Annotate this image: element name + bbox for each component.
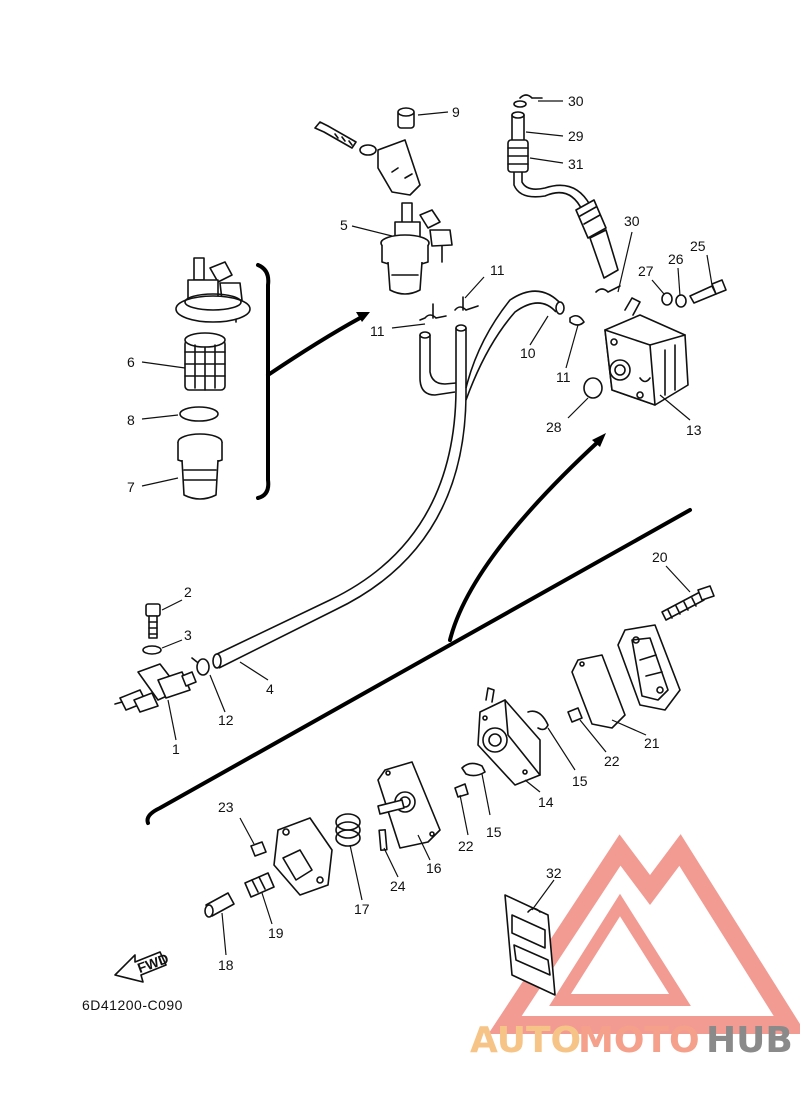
leader-lines	[141, 100, 713, 956]
callout-21: 21	[644, 735, 660, 751]
part-2-bolt	[145, 603, 161, 639]
callout-17: 17	[354, 901, 370, 917]
inset-bracket	[256, 263, 271, 500]
callout-2: 2	[184, 584, 192, 600]
callout-8: 8	[127, 412, 135, 428]
callout-29: 29	[568, 128, 584, 144]
part-13-fuel-pump	[604, 297, 689, 406]
callout-22-b: 22	[458, 838, 474, 854]
part-7-filter-cup	[177, 433, 223, 500]
part-18-plunger	[204, 892, 235, 918]
flow-arrowhead	[592, 433, 606, 447]
callout-28: 28	[546, 419, 562, 435]
part-25-26-27-screw-washers	[661, 279, 727, 308]
fwd-arrow: FWD	[114, 950, 171, 983]
part-32-label	[504, 894, 556, 996]
callout-11-left: 11	[370, 323, 385, 339]
callout-27: 27	[638, 263, 654, 279]
callout-24: 24	[390, 878, 406, 894]
inset-filter-top	[175, 257, 251, 323]
callout-15-b: 15	[486, 824, 502, 840]
callout-1: 1	[172, 741, 180, 757]
callout-18: 18	[218, 957, 234, 973]
callout-9: 9	[452, 104, 460, 120]
part-5-fuel-filter	[380, 202, 453, 295]
part-20-screw	[661, 585, 715, 621]
watermark-logo	[488, 834, 800, 1034]
callout-32: 32	[546, 865, 562, 881]
part-17-spring	[335, 813, 361, 847]
callout-7: 7	[127, 479, 135, 495]
part-22-screws	[454, 707, 583, 798]
callout-10: 10	[520, 345, 536, 361]
part-23-nut	[250, 841, 267, 857]
watermark-text: AUTO MOTO HUB	[0, 1014, 800, 1064]
part-1-fuel-joint	[114, 663, 197, 713]
part-14-pump-body	[477, 687, 541, 786]
callout-31: 31	[568, 156, 584, 172]
watermark-moto: MOTO	[578, 1020, 700, 1061]
part-28-o-ring	[583, 377, 603, 399]
watermark-hub: HUB	[706, 1020, 793, 1061]
fwd-label: FWD	[135, 950, 170, 976]
part-6-filter-element	[184, 332, 226, 391]
callout-30-top: 30	[568, 93, 584, 109]
callout-15-a: 15	[572, 773, 588, 789]
callout-22-a: 22	[604, 753, 620, 769]
callout-30-mid: 30	[624, 213, 640, 229]
callout-4: 4	[266, 681, 274, 697]
part-10-hose	[465, 290, 565, 401]
part-19-spring	[244, 872, 275, 898]
section-divider	[145, 508, 692, 825]
callout-labels: 1 2 3 4 5 6 7 8 9 10 11 11 11 12 13 14 1…	[127, 93, 706, 973]
hose-u-loop	[419, 331, 457, 396]
part-15-valves	[461, 710, 549, 777]
diagram-code: 6D41200-C090	[82, 997, 183, 1013]
part-16-diaphragm	[377, 761, 441, 849]
callout-19: 19	[268, 925, 284, 941]
part-4-fuel-hose	[212, 324, 467, 669]
inset-arrow	[266, 316, 362, 377]
callout-16: 16	[426, 860, 442, 876]
watermark-auto: AUTO	[470, 1020, 582, 1061]
callout-6: 6	[127, 354, 135, 370]
callout-25: 25	[690, 238, 706, 254]
callout-26: 26	[668, 251, 684, 267]
part-11-clips	[419, 285, 621, 326]
callout-11-top: 11	[490, 262, 505, 278]
part-24-pin	[378, 828, 388, 852]
callout-23: 23	[218, 799, 234, 815]
callout-20: 20	[652, 549, 668, 565]
flow-arrow-line	[448, 438, 602, 642]
part-8-o-ring	[179, 406, 219, 422]
callout-5: 5	[340, 217, 348, 233]
callout-3: 3	[184, 627, 192, 643]
callout-12: 12	[218, 712, 234, 728]
part-pump-base	[273, 817, 333, 896]
inset-arrowhead	[356, 312, 370, 322]
callout-11-right: 11	[556, 369, 571, 385]
part-21-gasket	[571, 654, 626, 729]
callout-14: 14	[538, 794, 554, 810]
part-21-pump-cover	[617, 624, 681, 711]
callout-13: 13	[686, 422, 702, 438]
part-29-31-primer-hose	[507, 94, 619, 279]
part-9-bracket	[314, 107, 421, 196]
part-12-clip	[191, 657, 210, 676]
part-3-washer	[142, 645, 162, 655]
